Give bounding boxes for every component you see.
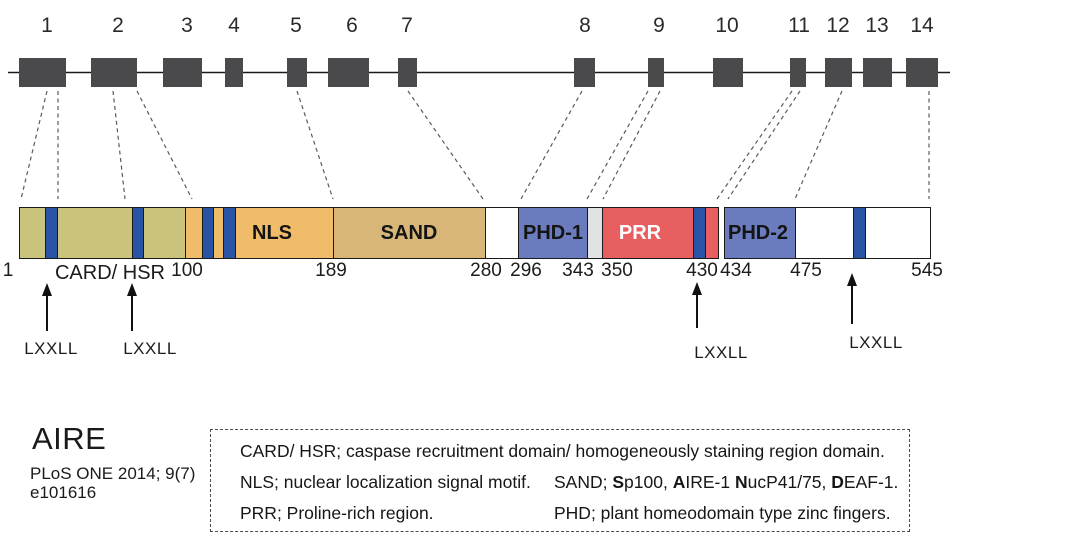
aa-position-475: 475 — [790, 260, 822, 281]
protein-bar-left — [19, 207, 719, 259]
legend-box — [210, 429, 910, 532]
lxxll-motif-segment-4 — [854, 208, 866, 258]
exon-number-8: 8 — [579, 14, 591, 37]
exon-box-9 — [648, 58, 664, 87]
aa-position-296: 296 — [510, 260, 542, 281]
aa-position-350: 350 — [601, 260, 633, 281]
prr-domain-label: PRR — [618, 222, 662, 244]
exon-number-4: 4 — [228, 14, 240, 37]
aa-position-434: 434 — [720, 260, 752, 281]
exon-box-13 — [863, 58, 892, 87]
aa-position-280: 280 — [470, 260, 502, 281]
aa-position-100: 100 — [171, 260, 203, 281]
exon-box-5 — [287, 58, 307, 87]
lxxll-label-3: LXXLL — [694, 343, 748, 362]
phd2-segment — [725, 208, 796, 258]
legend-row-sand: SAND; Sp100, AIRE-1 NucP41/75, DEAF-1. — [554, 472, 899, 492]
exon-number-12: 12 — [826, 14, 850, 37]
exon-domain-connector-lines — [20, 90, 930, 200]
phd2-domain-label: PHD-2 — [727, 222, 789, 244]
lxxll-up-arrow-4 — [847, 273, 857, 324]
exon-box-4 — [225, 58, 243, 87]
exon-box-3 — [163, 58, 202, 87]
exon-number-13: 13 — [865, 14, 889, 37]
legend-row-phd: PHD; plant homeodomain type zinc fingers… — [554, 503, 891, 523]
aa-position-189: 189 — [315, 260, 347, 281]
nls-main-segment — [236, 208, 334, 258]
exon-number-5: 5 — [290, 14, 302, 37]
lxxll-motif-segment-1 — [46, 208, 58, 258]
legend-row-nls: NLS; nuclear localization signal motif. — [240, 472, 531, 492]
linker-segment — [796, 208, 854, 258]
exon-box-2 — [91, 58, 137, 87]
lxxll-up-arrow-1 — [42, 283, 52, 331]
aa-position-1: 1 — [2, 260, 14, 281]
figure-title: AIRE — [32, 421, 107, 456]
exon-number-9: 9 — [653, 14, 665, 37]
nls-segment — [186, 208, 203, 258]
lxxll-label-1: LXXLL — [24, 339, 78, 358]
sand-segment — [334, 208, 486, 258]
exon-number-1: 1 — [41, 14, 53, 37]
exon-box-12 — [825, 58, 852, 87]
card-hsr-segment — [144, 208, 186, 258]
prr-segment — [603, 208, 694, 258]
phd1-segment — [519, 208, 588, 258]
motif-segment — [203, 208, 214, 258]
exon-box-7 — [398, 58, 417, 87]
legend-row-prr: PRR; Proline-rich region. — [240, 503, 434, 523]
sand-domain-label: SAND — [380, 222, 438, 244]
exon-box-6 — [328, 58, 369, 87]
card-hsr-segment — [20, 208, 46, 258]
nls-segment — [214, 208, 224, 258]
exon-box-1 — [19, 58, 66, 87]
card-hsr-domain-label: CARD/ HSR — [54, 262, 166, 284]
lxxll-motif-segment-3 — [694, 208, 706, 258]
exon-number-10: 10 — [715, 14, 739, 37]
lxxll-motif-segment-2 — [133, 208, 144, 258]
prr-segment — [706, 208, 718, 258]
aa-position-430: 430 — [686, 260, 718, 281]
exon-number-7: 7 — [401, 14, 413, 37]
lxxll-up-arrow-2 — [127, 283, 137, 331]
exon-box-14 — [906, 58, 938, 87]
legend-row-card-hsr: CARD/ HSR; caspase recruitment domain/ h… — [240, 441, 885, 461]
linker-segment — [866, 208, 930, 258]
exon-number-2: 2 — [112, 14, 124, 37]
exon-box-10 — [713, 58, 743, 87]
lxxll-label-2: LXXLL — [123, 339, 177, 358]
lxxll-up-arrow-3 — [692, 282, 702, 328]
exon-number-6: 6 — [346, 14, 358, 37]
lxxll-label-4: LXXLL — [849, 333, 903, 352]
aa-position-545: 545 — [911, 260, 943, 281]
exon-number-14: 14 — [910, 14, 934, 37]
exon-box-8 — [574, 58, 595, 87]
protein-bar-right — [724, 207, 931, 259]
citation-line-1: PLoS ONE 2014; 9(7) — [30, 464, 196, 483]
exon-number-11: 11 — [788, 14, 810, 37]
citation-line-2: e101616 — [30, 483, 97, 502]
aa-position-343: 343 — [562, 260, 594, 281]
nls-domain-label: NLS — [252, 222, 292, 244]
exon-box-11 — [790, 58, 806, 87]
linker-segment — [486, 208, 519, 258]
motif-segment — [224, 208, 236, 258]
card-hsr-segment — [58, 208, 133, 258]
exon-number-3: 3 — [181, 14, 193, 37]
linker-gray-segment — [588, 208, 603, 258]
phd1-domain-label: PHD-1 — [522, 222, 584, 244]
